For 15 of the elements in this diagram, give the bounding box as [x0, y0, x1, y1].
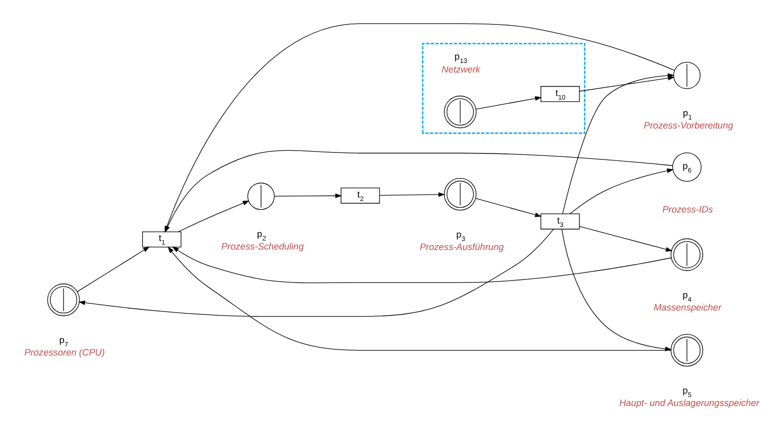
node-label: p$_{13}$: [454, 51, 468, 65]
node-label: Haupt- und Auslagerungsspeicher: [619, 398, 760, 408]
node-label: Prozess-Ausführung: [420, 242, 504, 252]
node-label: Prozess-Scheduling: [221, 241, 304, 252]
node-label: Netzwerk: [442, 64, 480, 74]
node-label: p$_{3}$: [456, 229, 466, 243]
node-label: Prozess-Vorbereitung: [644, 120, 734, 130]
node-label: p$_{5}$: [682, 385, 692, 399]
node-label: Prozessoren (CPU): [24, 347, 105, 358]
node-label: Prozess-IDs: [662, 204, 713, 214]
node-label: Massenspeicher: [654, 302, 722, 312]
node-label: p$_{1}$: [682, 108, 692, 122]
node-label: p$_{7}$: [59, 334, 68, 348]
node-label: p$_{4}$: [682, 289, 692, 303]
node-label: p$_{2}$: [257, 228, 266, 242]
